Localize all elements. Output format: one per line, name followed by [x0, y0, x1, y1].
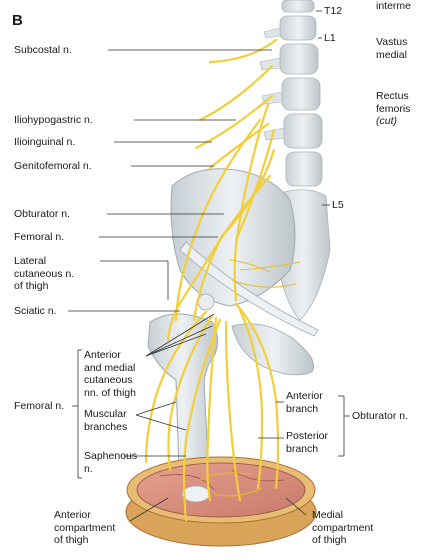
pelvis: [170, 168, 319, 376]
label-cut-note: (cut): [376, 115, 397, 127]
label-l5: L5: [332, 199, 344, 211]
label-obturator-n-group: Obturator n.: [352, 410, 409, 422]
label-anterior-medial-cutaneous-nn: Anterior and medial cutaneous nn. of thi…: [84, 349, 136, 399]
label-intermediate-cut: interme: [376, 0, 412, 12]
label-ilioinguinal-n: Ilioinguinal n.: [14, 136, 76, 148]
label-genitofemoral-n: Genitofemoral n.: [14, 160, 92, 172]
transverse-processes: [259, 27, 285, 141]
label-l1: L1: [324, 32, 336, 44]
label-vastus-medialis-cut: Vastus medial: [376, 36, 408, 61]
label-femoral-n-group: Femoral n.: [14, 400, 65, 412]
label-anterior-compartment: Anterior compartment of thigh: [54, 509, 116, 546]
leader-lines: [68, 10, 350, 522]
label-femoral-n: Femoral n.: [14, 231, 65, 243]
label-obturator-n: Obturator n.: [14, 208, 71, 220]
label-lateral-cutaneous-n: Lateral cutaneous n. of thigh: [14, 255, 75, 292]
label-sciatic-n: Sciatic n.: [14, 305, 57, 317]
femur: [147, 313, 218, 504]
label-posterior-branch: Posterior branch: [286, 430, 329, 455]
label-anterior-branch: Anterior branch: [286, 390, 323, 415]
label-t12: T12: [324, 5, 343, 17]
label-rectus-femoris-cut: Rectus femoris: [376, 90, 411, 115]
panel-letter: B: [12, 12, 23, 29]
label-medial-compartment: Medial compartment of thigh: [312, 509, 374, 546]
label-iliohypogastric-n: Iliohypogastric n.: [14, 114, 93, 126]
nerves: [144, 38, 280, 522]
nerve-fibrils: [199, 259, 301, 497]
label-muscular-branches: Muscular branches: [84, 408, 128, 433]
thigh-cross-section: [125, 456, 317, 547]
label-saphenous-n: Saphenous n.: [84, 450, 138, 475]
label-subcostal-n: Subcostal n.: [14, 44, 72, 56]
